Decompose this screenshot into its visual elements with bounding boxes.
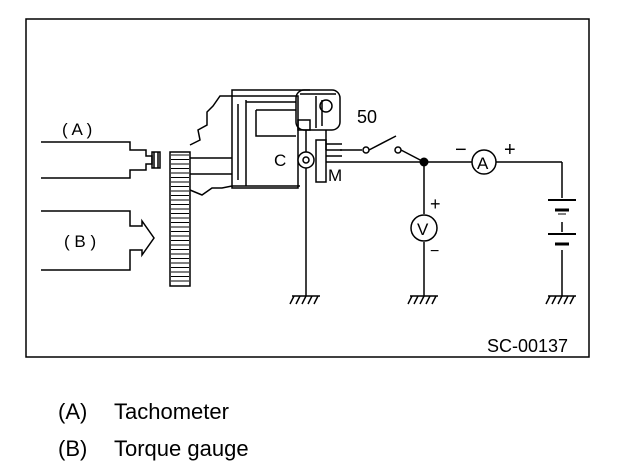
figure-code: SC-00137 [487, 336, 568, 356]
wiring [305, 135, 563, 296]
ammeter-label: A [477, 154, 489, 173]
pinion-gear [169, 151, 191, 287]
legend-key-b: (B) [58, 436, 88, 461]
terminal-50-label: 50 [357, 107, 377, 127]
junction-dot [419, 157, 429, 167]
ammeter-minus: − [455, 139, 467, 161]
legend-key-a: (A) [58, 399, 88, 424]
diagram-frame [25, 18, 590, 358]
ammeter-plus: + [504, 139, 516, 161]
legend-label-a: Tachometer [114, 399, 229, 424]
callout-a-label: ( A ) [62, 120, 92, 139]
voltmeter-minus: − [430, 243, 439, 260]
ammeter [471, 149, 497, 175]
ground-symbols [289, 295, 576, 305]
callout-b-label: ( B ) [64, 232, 96, 251]
voltmeter-label: V [417, 220, 429, 239]
terminal-c-label: C [274, 151, 286, 170]
starter-motor [189, 89, 341, 196]
voltmeter [410, 214, 438, 242]
ground-icon [545, 295, 576, 305]
torque-gauge-box [41, 210, 155, 271]
legend-label-b: Torque gauge [114, 436, 249, 461]
legend-row-b: (B) Torque gauge [58, 436, 249, 462]
ground-icon [407, 295, 438, 305]
ground-icon [289, 295, 320, 305]
legend-row-a: (A) Tachometer [58, 399, 229, 425]
tachometer-box [41, 141, 161, 179]
terminal-m-label: M [328, 166, 342, 185]
battery [548, 199, 576, 246]
voltmeter-plus: + [430, 194, 441, 214]
